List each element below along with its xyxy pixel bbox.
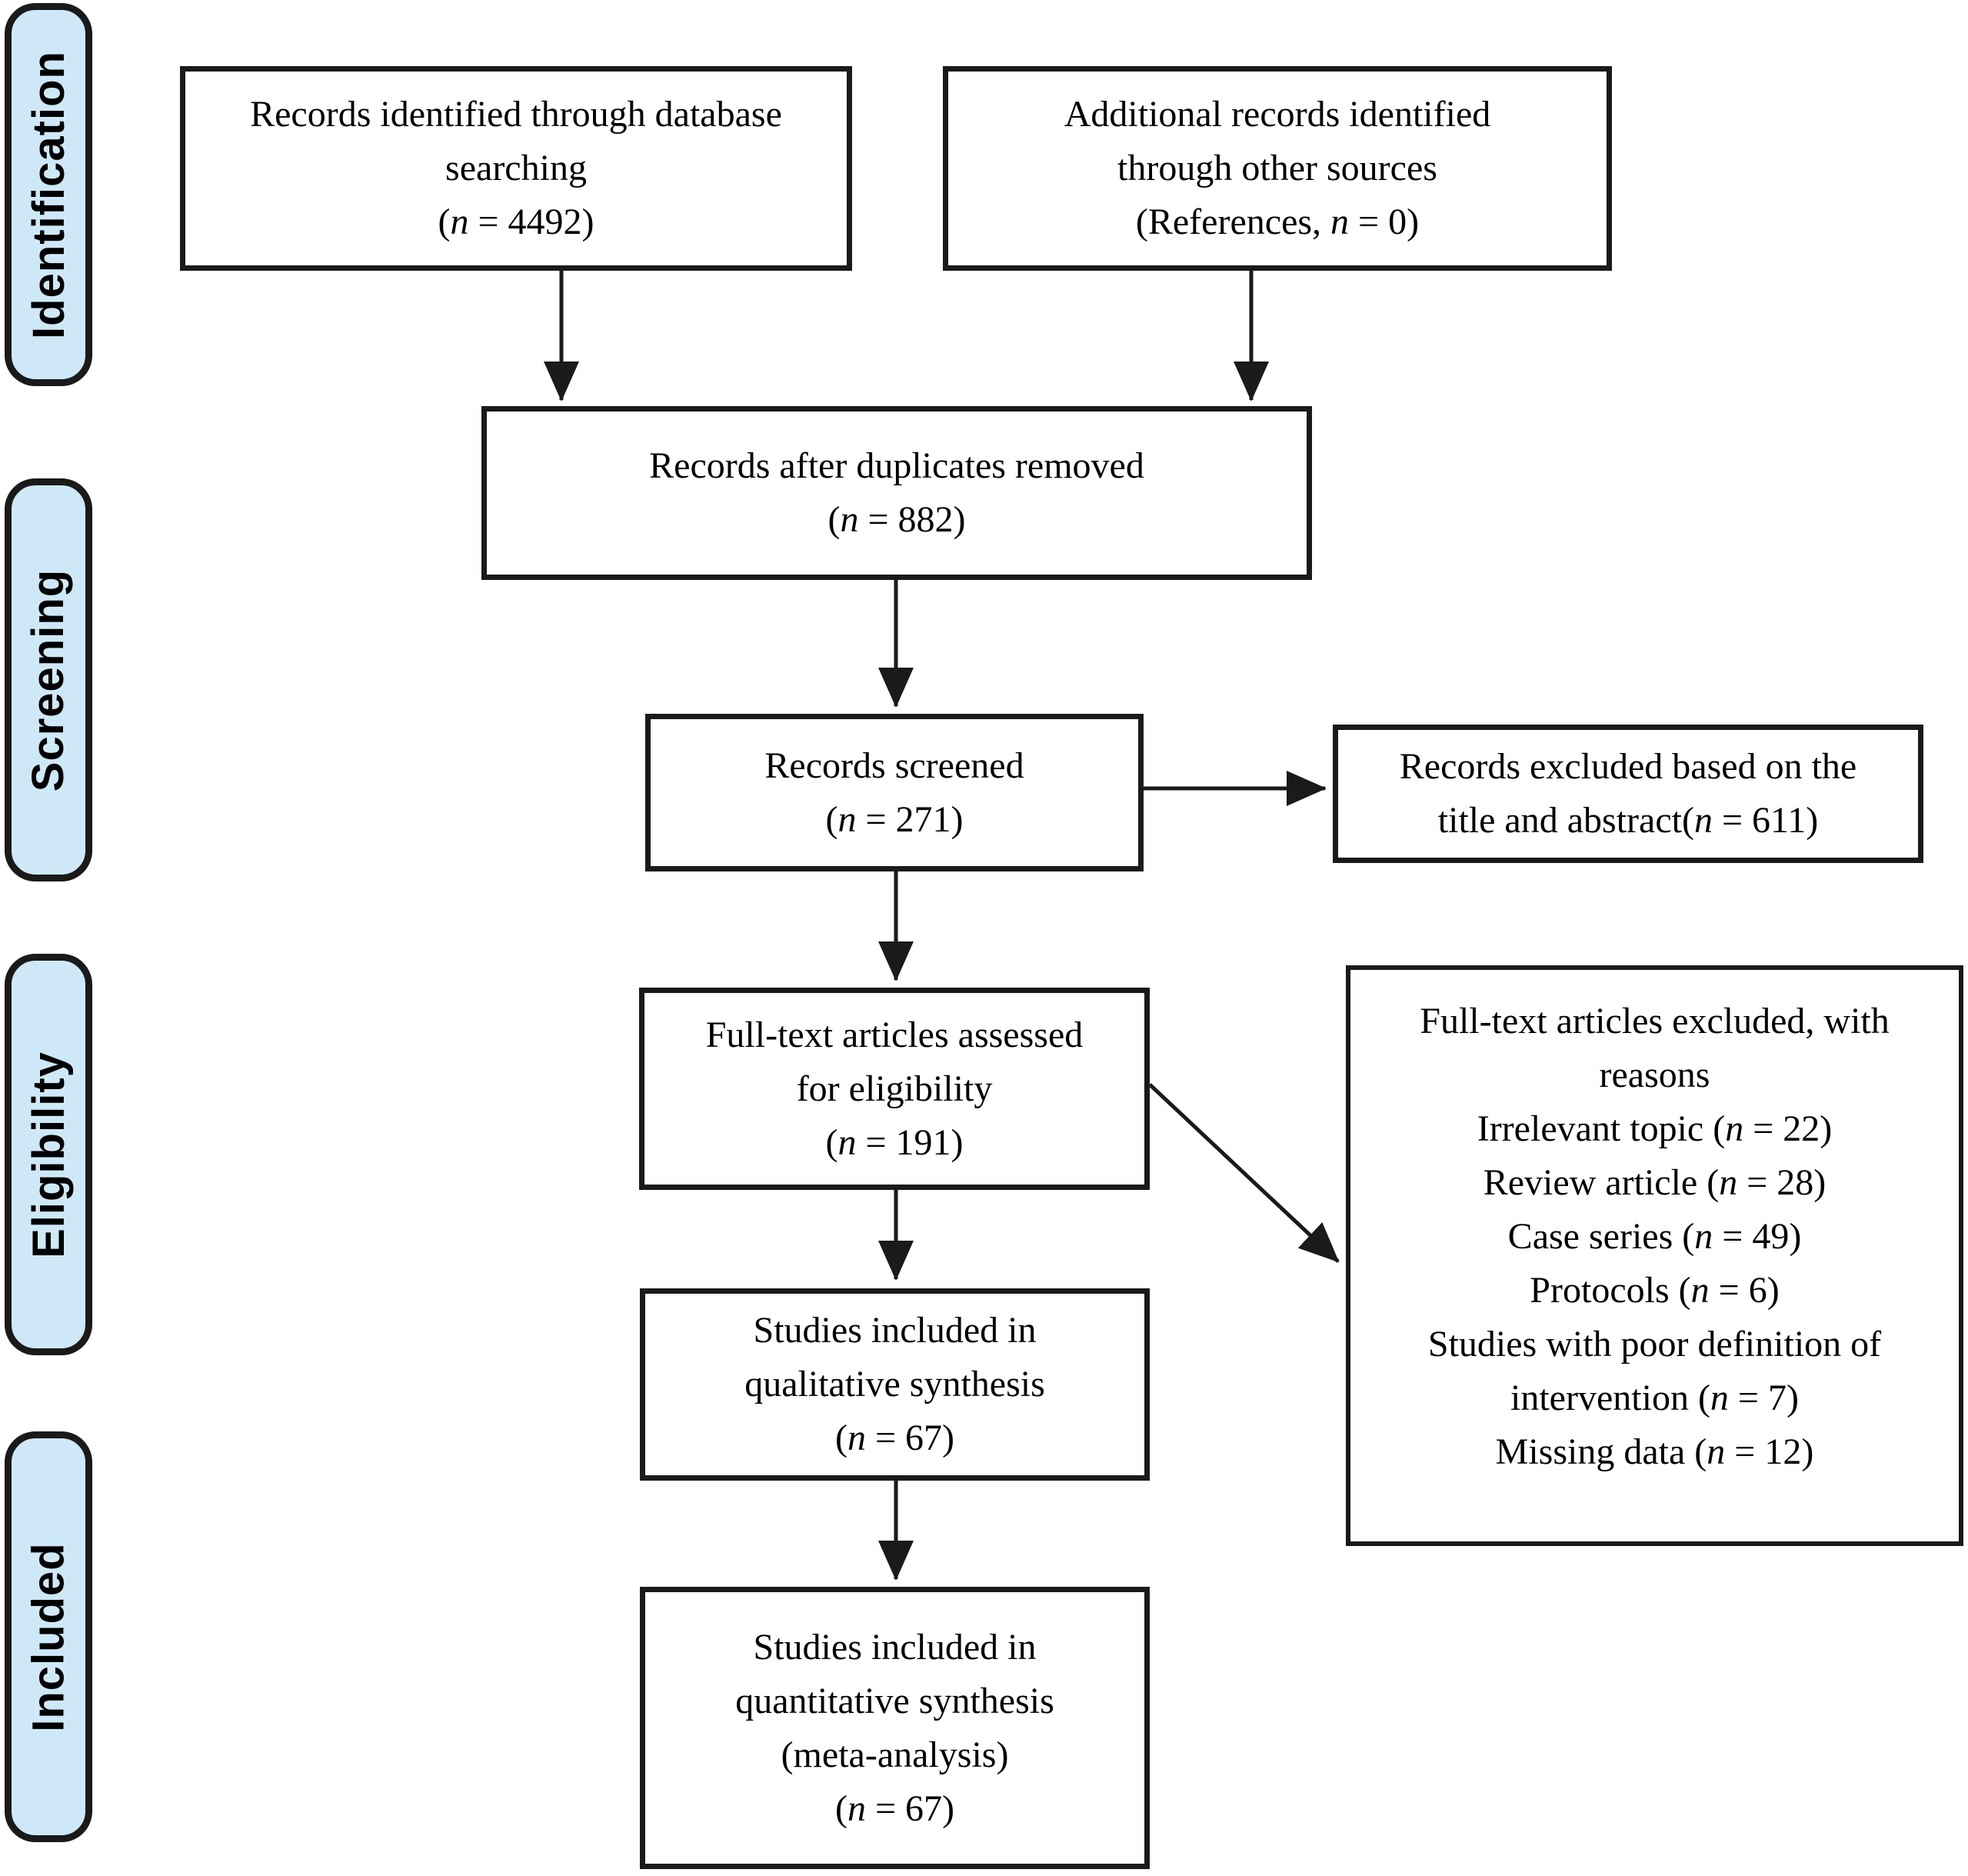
stage-tab-screening: Screening xyxy=(5,478,92,881)
stage-tab-identification: Identification xyxy=(5,3,92,386)
stage-label-eligibility: Eligibility xyxy=(23,1051,74,1258)
stage-tab-included: Included xyxy=(5,1431,92,1842)
stage-label-identification: Identification xyxy=(23,50,74,339)
stage-tab-eligibility: Eligibility xyxy=(5,954,92,1355)
box-records-screened: Records screened(n = 271) xyxy=(645,714,1144,871)
arrow-fulltext-to-excluded-reasons xyxy=(1148,1083,1340,1263)
stage-label-screening: Screening xyxy=(23,568,74,791)
box-records-after-duplicates: Records after duplicates removed(n = 882… xyxy=(481,406,1312,580)
stage-label-included: Included xyxy=(23,1541,74,1732)
